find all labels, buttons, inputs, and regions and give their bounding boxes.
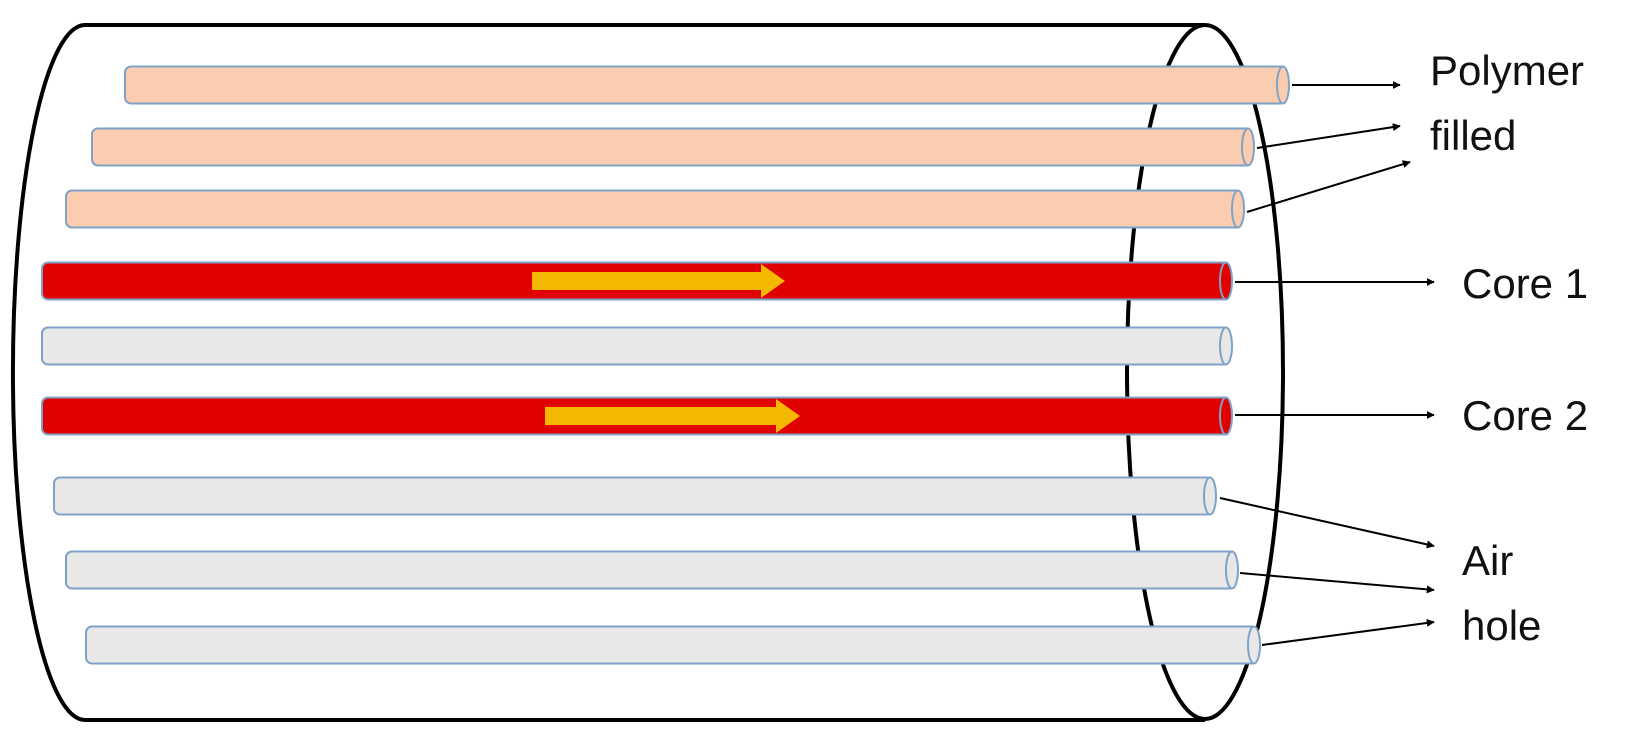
rod-polymer-2 xyxy=(91,127,1255,167)
rod-air-7 xyxy=(53,476,1217,516)
light-arrow-core-2 xyxy=(545,399,800,433)
rod-end-cap xyxy=(1276,65,1290,105)
rod-body xyxy=(91,127,1253,167)
label-air-line1: Air xyxy=(1462,537,1513,584)
rod-body xyxy=(65,550,1237,590)
light-arrow-core-1 xyxy=(532,264,785,298)
rod-end-cap xyxy=(1231,189,1245,229)
rod-body xyxy=(65,189,1243,229)
rod-body xyxy=(53,476,1215,516)
callout-arrow-air-2 xyxy=(1239,572,1435,594)
label-core-1: Core 1 xyxy=(1462,260,1588,307)
rod-polymer-3 xyxy=(65,189,1245,229)
label-core-2: Core 2 xyxy=(1462,392,1588,439)
rod-body xyxy=(41,326,1231,366)
rod-air-5 xyxy=(41,326,1233,366)
callout-arrow-polymer-2 xyxy=(1256,123,1401,149)
rod-end-cap xyxy=(1241,127,1255,167)
label-polymer-line1: Polymer xyxy=(1430,47,1584,94)
rod-end-cap xyxy=(1225,550,1239,590)
callout-arrows xyxy=(1219,81,1435,646)
fiber-cylinder-body xyxy=(10,23,1205,722)
label-air-line2: hole xyxy=(1462,602,1541,649)
rod-air-9 xyxy=(85,625,1261,665)
fiber-end-face xyxy=(1125,23,1285,721)
callout-arrow-air-3 xyxy=(1261,618,1435,646)
rod-end-cap xyxy=(1219,326,1233,366)
rod-end-cap xyxy=(1203,476,1217,516)
callout-arrow-polymer-3 xyxy=(1246,160,1411,213)
label-polymer-line2: filled xyxy=(1430,112,1516,159)
rod-air-8 xyxy=(65,550,1239,590)
light-arrows-group xyxy=(532,264,800,433)
rod-end-cap xyxy=(1247,625,1261,665)
rod-end-cap xyxy=(1219,396,1233,436)
rod-end-cap xyxy=(1219,261,1233,301)
rod-body xyxy=(85,625,1259,665)
rods-group xyxy=(41,65,1290,665)
callout-arrow-air-1 xyxy=(1219,497,1435,549)
rod-body xyxy=(124,65,1288,105)
rod-polymer-1 xyxy=(124,65,1290,105)
